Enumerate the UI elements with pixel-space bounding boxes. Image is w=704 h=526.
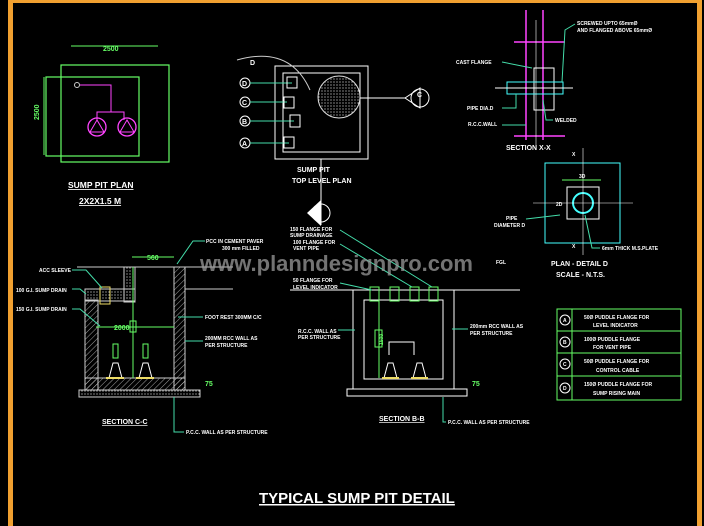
- legend-key: B: [563, 340, 567, 346]
- dim-3d: 3D: [579, 174, 586, 180]
- note-screwed: SCREWED UPTO 65mmØ: [577, 21, 638, 27]
- marker-d: D: [242, 81, 247, 88]
- label-flange-50: 50 FLANGE FOR: [293, 278, 333, 284]
- label-flange-50-2: LEVEL INDICATOR: [293, 285, 338, 291]
- sump-pit-plan-title: SUMP PIT PLAN: [68, 180, 134, 190]
- label-flange-100: 100 FLANGE FOR: [293, 240, 336, 246]
- sump-pit-plan-subtitle: 2X2X1.5 M: [79, 196, 121, 206]
- label-rcc-right: 200mm RCC WALL AS: [470, 324, 524, 330]
- note-flanged: AND FLANGED ABOVE 65mmØ: [577, 28, 652, 34]
- section-xx-title: SECTION X-X: [506, 145, 551, 152]
- label-filled: 300 mm FILLED: [222, 246, 260, 252]
- section-cc: 560 2000 75 PCC IN CEMENT PAVER 300 mm F…: [16, 239, 268, 436]
- dim-height: 2500: [34, 104, 41, 120]
- legend-text: LEVEL INDICATOR: [593, 323, 638, 329]
- legend-text: 50Ø PUDDLE FLANGE FOR: [584, 315, 650, 321]
- marker-b: B: [242, 119, 247, 126]
- dim-2d: 2D: [556, 202, 563, 208]
- legend-text: 150Ø PUDDLE FLANGE FOR: [584, 382, 652, 388]
- section-cc-title: SECTION C-C: [102, 419, 148, 426]
- label-rcc-wall-2: PER STRUCTURE: [205, 343, 248, 349]
- pump-unit: [106, 343, 154, 379]
- label-rcc-left: R.C.C. WALL AS: [298, 329, 337, 335]
- label-cast-flange: CAST FLANGE: [456, 60, 492, 66]
- legend-text: FOR VENT PIPE: [593, 345, 632, 351]
- label-rcc-wall: R.C.C.WALL: [468, 122, 497, 128]
- label-ms-plate: 6mm THICK M.S.PLATE: [602, 246, 659, 252]
- cut-mark-bottom: X: [572, 244, 576, 250]
- label-diameter: DIAMETER D: [494, 223, 526, 229]
- label-flange-100-2: VENT PIPE: [293, 246, 320, 252]
- section-marker-c-icon: [410, 88, 430, 108]
- label-rcc-left-2: PER STRUCTURE: [298, 335, 341, 341]
- label-pipe-dia: PIPE DIA.D: [467, 106, 494, 112]
- sump-pit-plan: 2500 2500 SUMP PIT PLAN 2X2X1.5 M: [34, 45, 170, 206]
- frame-left-border: [8, 0, 13, 526]
- legend-row-c: C 50Ø PUDDLE FLANGE FOR CONTROL CABLE: [559, 358, 650, 374]
- arc-label: D: [250, 60, 255, 67]
- plan-detail-scale: SCALE - N.T.S.: [556, 272, 605, 279]
- legend-text: SUMP RISING MAIN: [593, 391, 641, 397]
- plan-detail-title: PLAN - DETAIL D: [551, 261, 608, 268]
- section-marker-b-icon: [311, 203, 331, 223]
- label-flange-150: 150 FLANGE FOR: [290, 227, 333, 233]
- label-pcc: P.C.C. WALL AS PER STRUCTURE: [186, 430, 268, 436]
- dim-depth: 1500: [379, 334, 385, 345]
- pump-icon: [87, 117, 107, 137]
- legend-key: D: [563, 386, 567, 392]
- label-rcc-right-2: PER STRUCTURE: [470, 331, 513, 337]
- label-drain-150: 150 G.I. SUMP DRAIN: [16, 307, 67, 313]
- section-xx: SCREWED UPTO 65mmØ AND FLANGED ABOVE 65m…: [456, 10, 652, 152]
- legend-text: CONTROL CABLE: [596, 368, 640, 374]
- label-sleeve: ACC SLEEVE: [39, 268, 72, 274]
- drawing-title: TYPICAL SUMP PIT DETAIL: [259, 490, 455, 507]
- legend-text: 50Ø PUDDLE FLANGE FOR: [584, 359, 650, 365]
- section-marker-b-label: B: [314, 211, 318, 217]
- frame-right-border: [697, 0, 702, 526]
- label-welded: WELDED: [555, 118, 577, 124]
- label-paver: PCC IN CEMENT PAVER: [206, 239, 264, 245]
- label-drain-100: 100 G.I. SUMP DRAIN: [16, 288, 67, 294]
- plan-detail-d: 3D 2D X X PIPE DIAMETER D 6mm THICK M.S.…: [494, 148, 659, 279]
- label-foot-rest: FOOT REST 300MM C/C: [205, 315, 262, 321]
- marker-a: A: [242, 141, 247, 148]
- dim-base: 75: [205, 381, 213, 388]
- manhole-cover-icon: [317, 75, 361, 119]
- pump-icon: [117, 117, 137, 137]
- top-level-plan-subtitle: TOP LEVEL PLAN: [292, 178, 352, 185]
- marker-c: C: [242, 100, 247, 107]
- legend-row-a: A 50Ø PUDDLE FLANGE FOR LEVEL INDICATOR: [559, 314, 650, 329]
- label-rcc-wall: 200MM RCC WALL AS: [205, 336, 258, 342]
- label-fgl: FGL: [496, 260, 506, 266]
- dim-width: 2500: [103, 46, 119, 53]
- label-flange-150-2: SUMP DRAINAGE: [290, 233, 333, 239]
- top-level-plan: D D C B A SUMP PIT TOP LEVEL PLAN B C: [236, 55, 430, 226]
- dim-base: 75: [472, 381, 480, 388]
- marker-list: D C B A: [239, 76, 301, 149]
- frame-top-border: [8, 0, 702, 3]
- label-pipe: PIPE: [506, 216, 518, 222]
- drain-icon: [74, 82, 80, 88]
- top-level-plan-title: SUMP PIT: [297, 167, 331, 174]
- legend-key: A: [563, 318, 567, 324]
- legend-key: C: [563, 362, 567, 368]
- dim-inner: 2000: [114, 325, 130, 332]
- section-marker-c-label: C: [417, 92, 422, 99]
- legend-table: A 50Ø PUDDLE FLANGE FOR LEVEL INDICATOR B 1…: [556, 308, 682, 401]
- section-bb-title: SECTION B-B: [379, 416, 425, 423]
- dim-opening: 560: [147, 255, 159, 262]
- legend-text: 100Ø PUDDLE FLANGE: [584, 337, 641, 343]
- puddle-flanges: [369, 286, 439, 302]
- legend-row-b: B 100Ø PUDDLE FLANGE FOR VENT PIPE: [559, 336, 641, 351]
- watermark: www.planndesignpro.com: [199, 251, 473, 276]
- section-bb: 1500 75 FGL 150 FLANGE FOR SUMP DRAINAGE…: [290, 227, 530, 426]
- label-pcc: P.C.C. WALL AS PER STRUCTURE: [448, 420, 530, 426]
- cut-mark-top: X: [572, 152, 576, 158]
- legend-row-d: D 150Ø PUDDLE FLANGE FOR SUMP RISING MAIN: [559, 382, 652, 397]
